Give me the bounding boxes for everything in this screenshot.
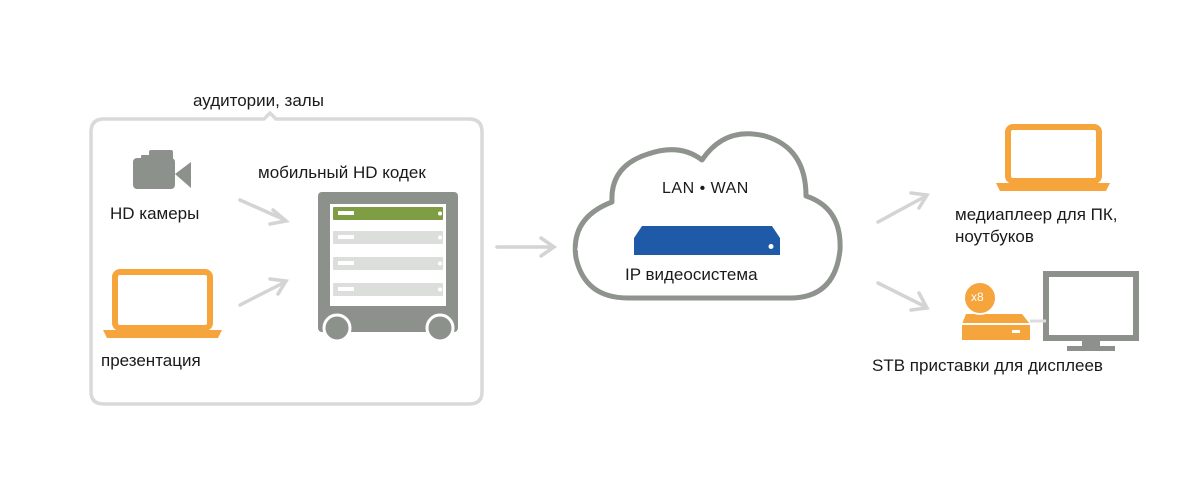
arrow-codec-to-cloud	[495, 236, 558, 258]
arrow-cloud-to-player	[876, 191, 930, 224]
laptop-icon	[103, 269, 222, 338]
stb-count-badge	[963, 281, 997, 315]
venue-frame	[89, 111, 484, 406]
codec-label: мобильный HD кодек	[258, 163, 426, 182]
monitor-icon	[1043, 271, 1139, 351]
cloud-label: LAN • WAN	[662, 180, 749, 197]
rack-codec-icon	[318, 192, 458, 343]
arrow-laptop-to-codec	[238, 277, 289, 307]
player-label-line2: ноутбуков	[955, 227, 1034, 246]
arrow-camera-to-codec	[238, 198, 290, 226]
video-camera-icon	[133, 150, 191, 189]
set-top-box-icon	[962, 281, 1030, 340]
stb-label: STB приставки для дисплеев	[872, 356, 1103, 375]
venue-title: аудитории, залы	[193, 91, 324, 110]
laptop-player-icon	[996, 124, 1110, 191]
stb-badge-label: x8	[971, 290, 984, 304]
presentation-label: презентация	[101, 351, 201, 370]
system-label: IP видеосистема	[625, 265, 758, 284]
cloud-icon	[572, 131, 843, 301]
arrow-cloud-to-stb	[876, 281, 930, 312]
camera-label: HD камеры	[110, 204, 200, 223]
player-label-line1: медиаплеер для ПК,	[955, 205, 1118, 224]
rack-server-icon	[577, 226, 780, 255]
